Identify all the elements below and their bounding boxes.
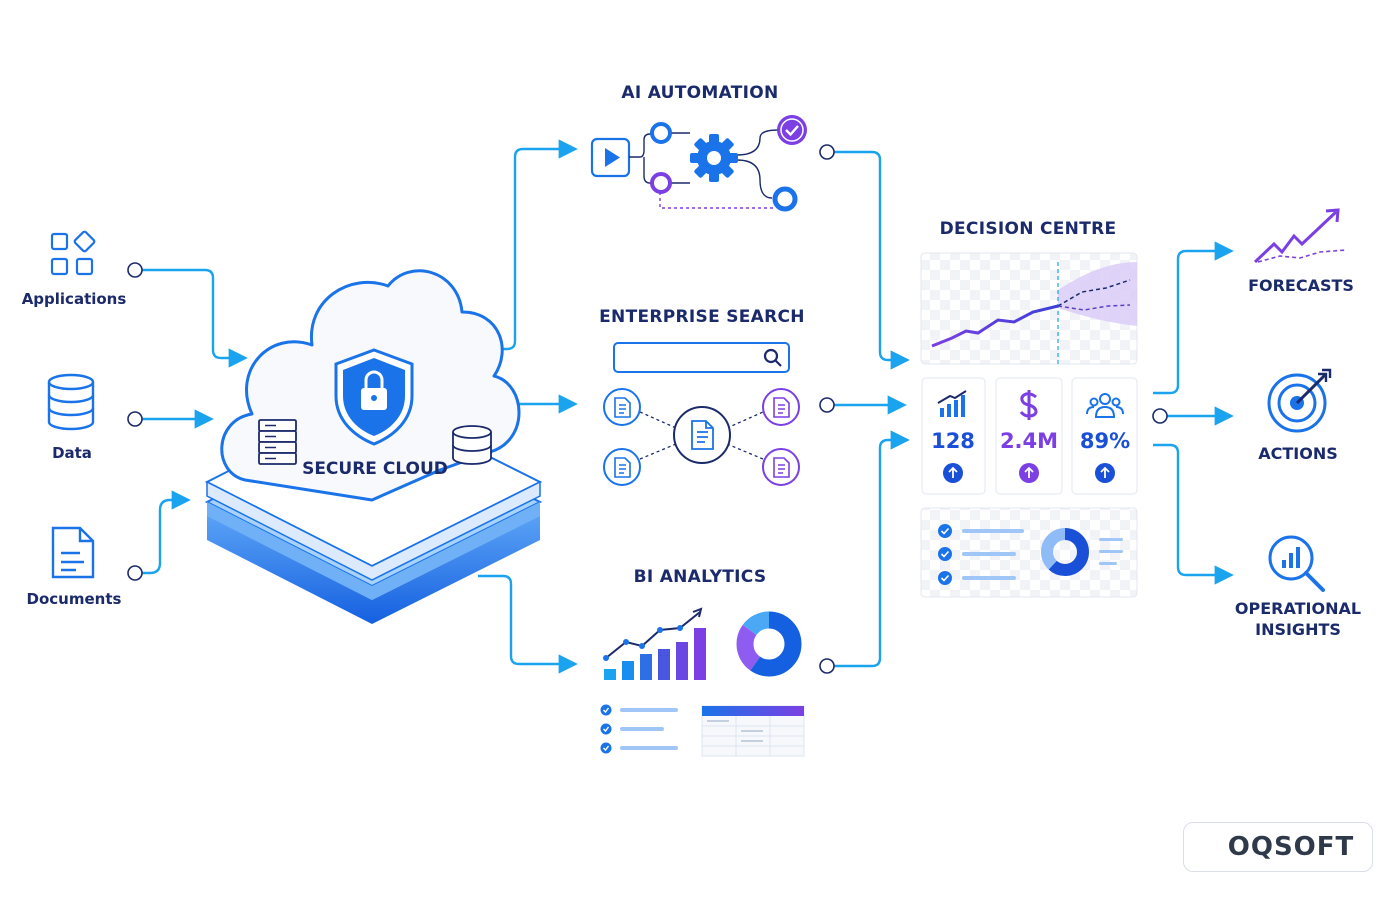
bi-bar-chart: [603, 607, 706, 680]
bi-table: [701, 705, 805, 757]
document-icon: [51, 526, 95, 579]
source-label-documents: Documents: [26, 590, 122, 608]
ai-automation-flow: [590, 129, 779, 209]
target-icon: [1267, 368, 1332, 433]
kpi-value: 89%: [1079, 429, 1131, 453]
brand-logo: OQSOFT: [1183, 822, 1373, 872]
bi-analytics-title: BI ANALYTICS: [633, 567, 767, 587]
up-arrow-icon: [1019, 463, 1039, 483]
source-label-applications: Applications: [21, 290, 127, 308]
bi-checklist: [600, 704, 678, 754]
bar-chart-icon: [937, 390, 967, 417]
users-icon: [1086, 393, 1124, 418]
kpi-value: 128: [931, 429, 975, 453]
source-label-data: Data: [52, 444, 92, 462]
file-icon: [762, 448, 800, 486]
database-icon: [47, 373, 95, 431]
enterprise-search-title: ENTERPRISE SEARCH: [599, 307, 805, 327]
cloud-database-icon: [452, 425, 492, 465]
search-icon: [763, 348, 782, 367]
brand-name: OQSOFT: [1227, 832, 1355, 862]
connector-nodes: [127, 144, 1168, 674]
flow-node-icon: [650, 172, 672, 194]
up-arrow-icon: [943, 463, 963, 483]
check-circle-icon: [777, 115, 807, 145]
trend-up-icon: [1253, 208, 1347, 264]
decision-centre-title: DECISION CENTRE: [939, 219, 1117, 239]
decision-summary-panel: [920, 507, 1138, 598]
server-icon: [258, 419, 297, 465]
shield-lock-icon: [334, 348, 414, 446]
kpi-cards: [921, 377, 1138, 495]
file-icon: [603, 448, 641, 486]
bi-donut-chart: [736, 611, 802, 677]
gear-icon: [690, 134, 738, 182]
search-bar: [613, 342, 790, 373]
dollar-icon: [1019, 390, 1038, 420]
output-label-insights-line2: INSIGHTS: [1255, 620, 1341, 639]
flow-node-icon: [650, 122, 672, 144]
central-document-icon: [673, 406, 731, 464]
decision-chart-panel: [920, 252, 1138, 365]
file-icon: [603, 388, 641, 426]
connector-lines: [142, 139, 1234, 674]
flow-node-icon: [772, 186, 798, 212]
secure-cloud-label: SECURE CLOUD: [302, 459, 448, 479]
output-label-insights-line1: OPERATIONAL: [1234, 599, 1362, 618]
output-label-actions: ACTIONS: [1258, 444, 1338, 463]
applications-icon: [50, 230, 96, 276]
up-arrow-icon: [1095, 463, 1115, 483]
output-label-forecasts: FORECASTS: [1248, 276, 1354, 295]
ai-automation-title: AI AUTOMATION: [621, 83, 779, 103]
file-icon: [762, 388, 800, 426]
search-network: [639, 411, 764, 460]
magnifier-chart-icon: [1268, 535, 1325, 592]
kpi-value: 2.4M: [999, 429, 1059, 453]
